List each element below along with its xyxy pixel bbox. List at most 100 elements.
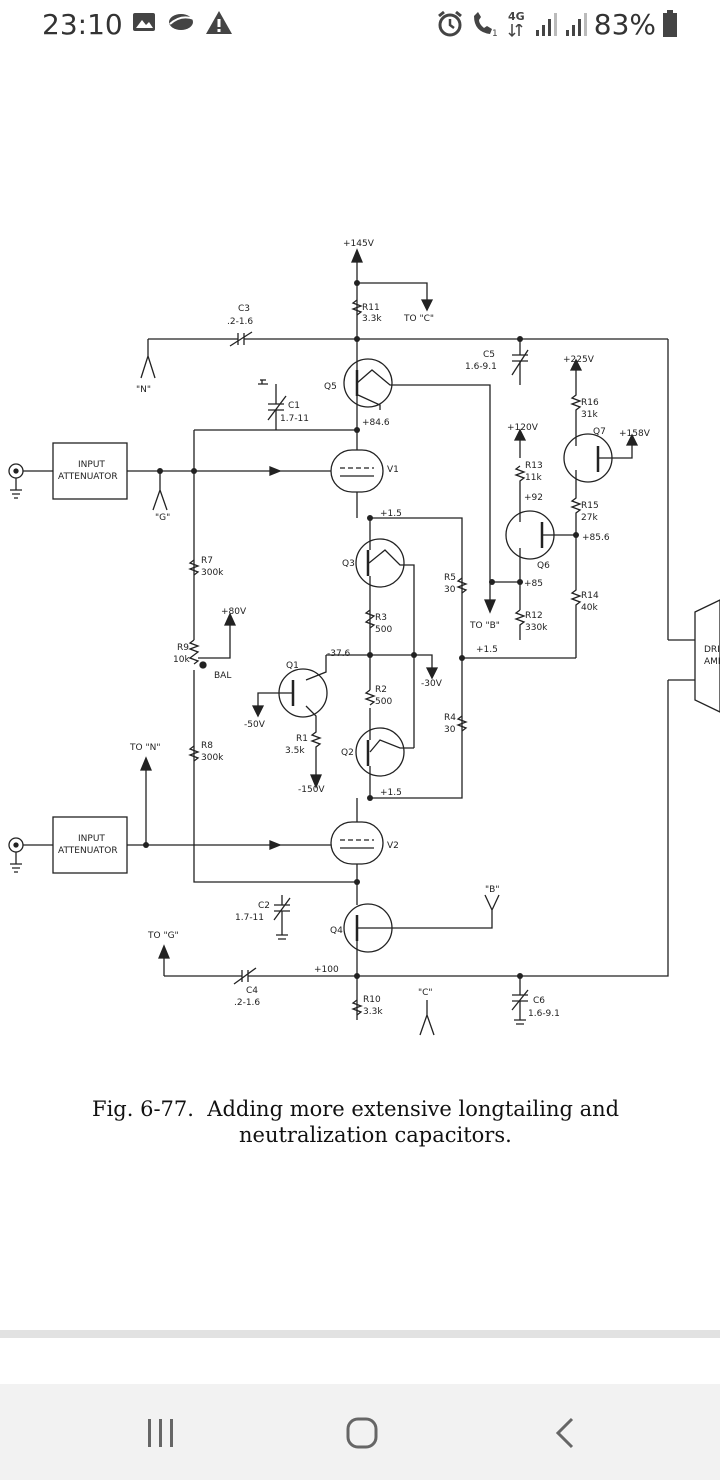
divider bbox=[0, 1330, 720, 1338]
back-button[interactable] bbox=[540, 1414, 590, 1454]
label-c1: C1 bbox=[288, 401, 300, 411]
label-r15v: 27k bbox=[581, 513, 598, 523]
label-c1v: 1.7-11 bbox=[280, 414, 309, 424]
label-r5v: 30 bbox=[444, 585, 456, 595]
label-r3: R3 bbox=[375, 613, 387, 623]
image-viewer[interactable]: +145V R11 3.3k TO "C" C3 .2-1.6 "N" C5 1… bbox=[0, 50, 720, 1330]
signal-icon bbox=[566, 13, 587, 36]
alarm-icon bbox=[438, 10, 462, 37]
clock: 23:10 bbox=[42, 8, 123, 41]
label-n-term: "N" bbox=[136, 385, 151, 395]
label-minus150: -150V bbox=[298, 785, 325, 795]
label-plus158: +158V bbox=[619, 429, 651, 439]
label-r11: R11 bbox=[362, 303, 380, 313]
label-r1: R1 bbox=[296, 734, 308, 744]
label-c6: C6 bbox=[533, 996, 545, 1006]
label-r15: R15 bbox=[581, 501, 599, 511]
label-plus80: +80V bbox=[221, 607, 247, 617]
label-to-b: TO "B" bbox=[469, 621, 500, 631]
label-r12v: 330k bbox=[525, 623, 548, 633]
label-r14v: 40k bbox=[581, 603, 598, 613]
label-r11v: 3.3k bbox=[362, 314, 382, 324]
label-plus120: +120V bbox=[507, 423, 539, 433]
label-v2: V2 bbox=[387, 841, 399, 851]
label-c2v: 1.7-11 bbox=[235, 913, 264, 923]
label-r8: R8 bbox=[201, 741, 213, 751]
label-r5: R5 bbox=[444, 573, 456, 583]
label-g-term: "G" bbox=[155, 513, 170, 523]
label-c5v: 1.6-9.1 bbox=[465, 362, 497, 372]
label-c3: C3 bbox=[238, 304, 250, 314]
label-plus225: +225V bbox=[563, 355, 595, 365]
label-q7: Q7 bbox=[593, 427, 606, 437]
label-r9v: 10k bbox=[173, 655, 190, 665]
label-drv1: DRI bbox=[704, 645, 720, 655]
cloud-icon bbox=[169, 14, 195, 30]
navigation-bar bbox=[0, 1384, 720, 1480]
label-plus85: +85 bbox=[524, 579, 543, 589]
label-q3: Q3 bbox=[342, 559, 355, 569]
label-plus1-5c: +1.5 bbox=[380, 788, 402, 798]
schematic-diagram: +145V R11 3.3k TO "C" C3 .2-1.6 "N" C5 1… bbox=[8, 239, 720, 1147]
home-button[interactable] bbox=[337, 1414, 387, 1454]
label-plus84: +84.6 bbox=[362, 418, 390, 428]
label-c4: C4 bbox=[246, 986, 258, 996]
label-r8v: 300k bbox=[201, 753, 224, 763]
label-r10v: 3.3k bbox=[363, 1007, 383, 1017]
label-r2: R2 bbox=[375, 685, 387, 695]
label-r16v: 31k bbox=[581, 410, 598, 420]
warning-icon bbox=[206, 11, 232, 34]
data-arrows-icon bbox=[508, 24, 523, 38]
label-r4v: 30 bbox=[444, 725, 456, 735]
label-c2: C2 bbox=[258, 901, 270, 911]
label-r7v: 300k bbox=[201, 568, 224, 578]
label-inatt1b: ATTENUATOR bbox=[58, 472, 118, 482]
label-plus1-5b: +1.5 bbox=[476, 645, 498, 655]
label-q4: Q4 bbox=[330, 926, 343, 936]
figure-caption-line2: neutralization capacitors. bbox=[239, 1123, 512, 1147]
label-r9: R9 bbox=[177, 643, 189, 653]
label-minus30: -30V bbox=[421, 679, 443, 689]
label-r2v: 500 bbox=[375, 697, 392, 707]
label-bal: BAL bbox=[214, 671, 231, 681]
label-r1v: 3.5k bbox=[285, 746, 305, 756]
label-plus92: +92 bbox=[524, 493, 543, 503]
label-inatt2a: INPUT bbox=[78, 834, 105, 844]
label-inatt2b: ATTENUATOR bbox=[58, 846, 118, 856]
label-r10: R10 bbox=[363, 995, 381, 1005]
label-c4v: .2-1.6 bbox=[234, 998, 260, 1008]
label-inatt1a: INPUT bbox=[78, 460, 105, 470]
label-r3v: 500 bbox=[375, 625, 392, 635]
label-drv2: AMP bbox=[704, 657, 720, 667]
label-r13: R13 bbox=[525, 461, 543, 471]
label-q5: Q5 bbox=[324, 382, 337, 392]
image-icon bbox=[133, 13, 155, 31]
svg-text:1: 1 bbox=[492, 29, 498, 38]
label-to-c: TO "C" bbox=[403, 314, 434, 324]
label-plus100: +100 bbox=[314, 965, 339, 975]
label-b-term: "B" bbox=[485, 885, 499, 895]
label-plus1-5a: +1.5 bbox=[380, 509, 402, 519]
label-c3v: .2-1.6 bbox=[227, 317, 253, 327]
label-c5: C5 bbox=[483, 350, 495, 360]
label-r4: R4 bbox=[444, 713, 456, 723]
label-q2: Q2 bbox=[341, 748, 354, 758]
label-plus145: +145V bbox=[343, 239, 375, 249]
label-plus85-6: +85.6 bbox=[582, 533, 610, 543]
label-minus50: -50V bbox=[244, 720, 266, 730]
label-r16: R16 bbox=[581, 398, 599, 408]
label-c6v: 1.6-9.1 bbox=[528, 1009, 560, 1019]
4g-data-icon: 4G bbox=[508, 10, 525, 23]
label-to-n: TO "N" bbox=[129, 743, 160, 753]
signal-icon bbox=[536, 13, 557, 36]
label-minus37: -37.6 bbox=[327, 649, 351, 659]
label-c-term: "C" bbox=[418, 988, 433, 998]
recent-apps-button[interactable] bbox=[136, 1414, 186, 1454]
label-r12: R12 bbox=[525, 611, 543, 621]
label-v1: V1 bbox=[387, 465, 399, 475]
label-q6: Q6 bbox=[537, 561, 550, 571]
status-bar: 23:10 1 4G 83% bbox=[0, 0, 720, 50]
label-r7: R7 bbox=[201, 556, 213, 566]
label-q1: Q1 bbox=[286, 661, 299, 671]
battery-percent: 83% bbox=[593, 8, 656, 41]
